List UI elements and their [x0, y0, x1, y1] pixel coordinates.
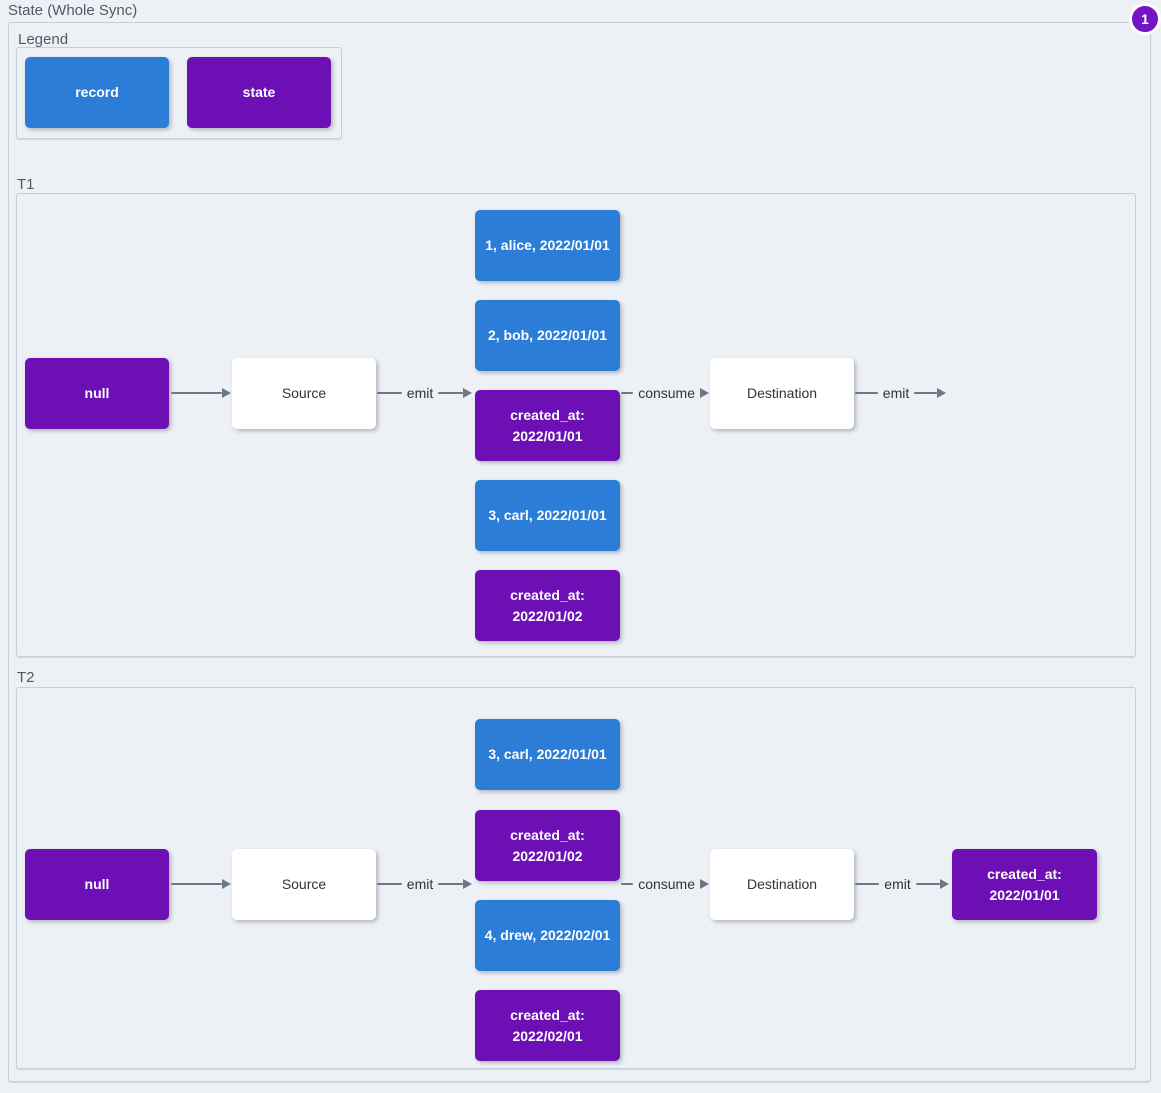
arrowhead-icon	[222, 388, 231, 398]
edge-line	[171, 883, 222, 885]
edge-label: emit	[406, 385, 434, 401]
t1-edge-null-to-source	[171, 383, 231, 403]
t1-edge-source-emit: emit	[377, 383, 473, 403]
edge-line	[621, 392, 634, 394]
t1-record-carl-node: 3, carl, 2022/01/01	[475, 480, 620, 551]
legend-container	[16, 47, 342, 139]
t2-edge-consume: consume	[621, 874, 709, 894]
arrowhead-icon	[937, 388, 947, 398]
t2-edge-destination-emit: emit	[855, 874, 950, 894]
edge-line	[855, 392, 878, 394]
t1-edge-destination-emit: emit	[855, 383, 947, 403]
t1-null-node: null	[25, 358, 169, 429]
edge-line	[438, 883, 464, 885]
arrowhead-icon	[463, 388, 473, 398]
count-badge[interactable]: 1	[1129, 3, 1161, 35]
state-whole-sync-container	[8, 22, 1151, 1082]
edge-line	[621, 883, 634, 885]
edge-label: consume	[638, 876, 695, 892]
t2-edge-source-emit: emit	[377, 874, 473, 894]
t2-record-carl-node: 3, carl, 2022/01/01	[475, 719, 620, 790]
edge-label: emit	[884, 876, 911, 892]
t2-edge-null-to-source	[171, 874, 231, 894]
legend-state-node: state	[187, 57, 331, 128]
t2-state-created-at-0201-node: created_at: 2022/02/01	[475, 990, 620, 1061]
arrowhead-icon	[700, 388, 709, 398]
t2-source-node: Source	[232, 849, 376, 920]
legend-label: Legend	[18, 31, 69, 48]
t1-edge-consume: consume	[621, 383, 709, 403]
arrowhead-icon	[222, 879, 231, 889]
legend-record-node: record	[25, 57, 169, 128]
edge-label: emit	[406, 876, 434, 892]
diagram-title: State (Whole Sync)	[8, 2, 138, 19]
t1-source-node: Source	[232, 358, 376, 429]
arrowhead-icon	[700, 879, 709, 889]
edge-line	[377, 883, 402, 885]
edge-line	[915, 883, 941, 885]
t2-record-drew-node: 4, drew, 2022/02/01	[475, 900, 620, 971]
edge-line	[438, 392, 464, 394]
arrowhead-icon	[940, 879, 950, 889]
edge-label: emit	[882, 385, 910, 401]
t1-record-bob-node: 2, bob, 2022/01/01	[475, 300, 620, 371]
edge-line	[377, 392, 402, 394]
t1-record-alice-node: 1, alice, 2022/01/01	[475, 210, 620, 281]
t1-state-created-at-0102-node: created_at: 2022/01/02	[475, 570, 620, 641]
t1-label: T1	[17, 176, 35, 193]
edge-label: consume	[638, 385, 695, 401]
t2-null-node: null	[25, 849, 169, 920]
t1-container	[16, 193, 1136, 657]
arrowhead-icon	[463, 879, 473, 889]
t2-container	[16, 687, 1136, 1069]
t2-destination-node: Destination	[710, 849, 854, 920]
t2-state-created-at-0102-node: created_at: 2022/01/02	[475, 810, 620, 881]
edge-line	[855, 883, 880, 885]
t2-final-state-node: created_at: 2022/01/01	[952, 849, 1097, 920]
t1-destination-node: Destination	[710, 358, 854, 429]
t2-label: T2	[17, 669, 35, 686]
edge-line	[914, 392, 938, 394]
t1-state-created-at-0101-node: created_at: 2022/01/01	[475, 390, 620, 461]
edge-line	[171, 392, 222, 394]
